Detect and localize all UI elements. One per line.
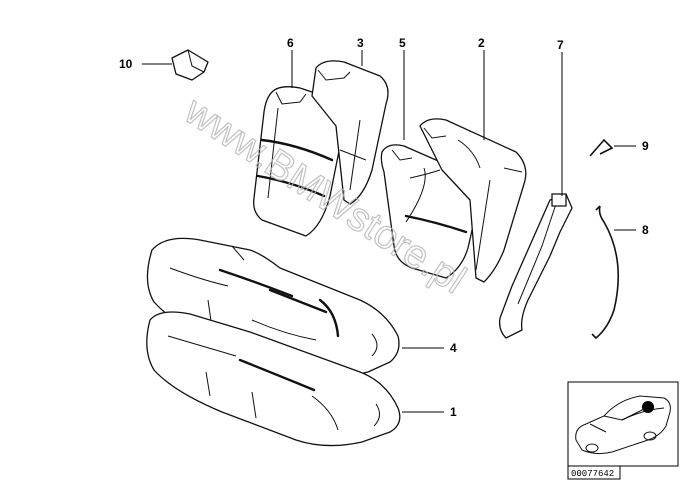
callout-4: 4 [450,341,457,355]
callout-1: 1 [450,405,457,419]
callout-5: 5 [399,36,406,50]
callout-8: 8 [642,223,649,237]
part-7-side-bolster [498,193,573,339]
part-3-backrest-frame [311,60,389,205]
callout-6: 6 [287,36,294,50]
part-10-clip [171,49,209,81]
callout-7: 7 [557,38,564,52]
callout-9: 9 [642,139,649,153]
part-8-spring-wire [591,205,619,340]
part-1-seat-cushion-frame [146,311,401,447]
callout-3: 3 [357,36,364,50]
part-9-wire-clip [589,138,614,157]
callout-2: 2 [478,36,485,50]
part-2-backrest-frame [419,118,527,283]
inset-vehicle-location: 00077642 [567,381,679,480]
part-6-backrest-cover [253,86,346,237]
callout-labels: 10 6 3 5 2 7 9 8 4 1 [119,36,649,419]
callout-10: 10 [119,57,133,71]
reference-number: 00077642 [571,469,614,479]
leader-lines [142,50,636,413]
